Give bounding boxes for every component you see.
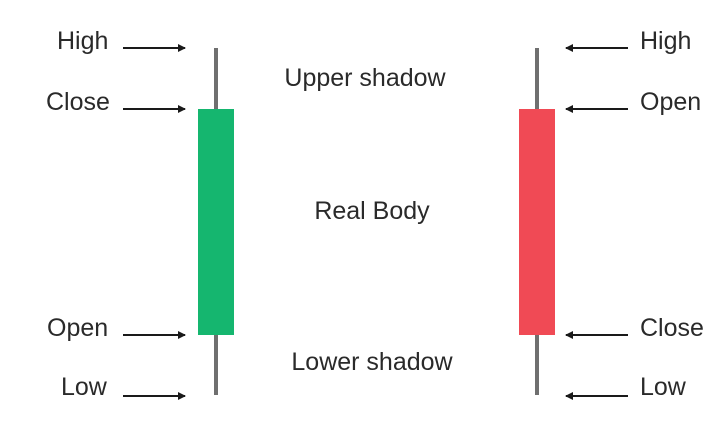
- bullish-candle: [198, 48, 234, 395]
- bullish-close-label: Close: [46, 88, 110, 116]
- bearish-low-label: Low: [640, 373, 686, 401]
- bearish-open-label: Open: [640, 88, 702, 116]
- bullish-low-label: Low: [61, 373, 107, 401]
- bullish-open-label: Open: [47, 314, 109, 342]
- bearish-candle: [519, 48, 555, 395]
- bearish-high-label: High: [640, 27, 692, 55]
- upper-shadow-label: Upper shadow: [284, 64, 446, 92]
- bearish-close-label: Close: [640, 314, 704, 342]
- lower-shadow-label: Lower shadow: [291, 348, 453, 376]
- bullish-real-body: [198, 109, 234, 335]
- bearish-real-body: [519, 109, 555, 335]
- right-arrows: [565, 44, 628, 400]
- bullish-high-label: High: [57, 27, 109, 55]
- left-arrows: [123, 44, 186, 400]
- real-body-label: Real Body: [314, 197, 430, 225]
